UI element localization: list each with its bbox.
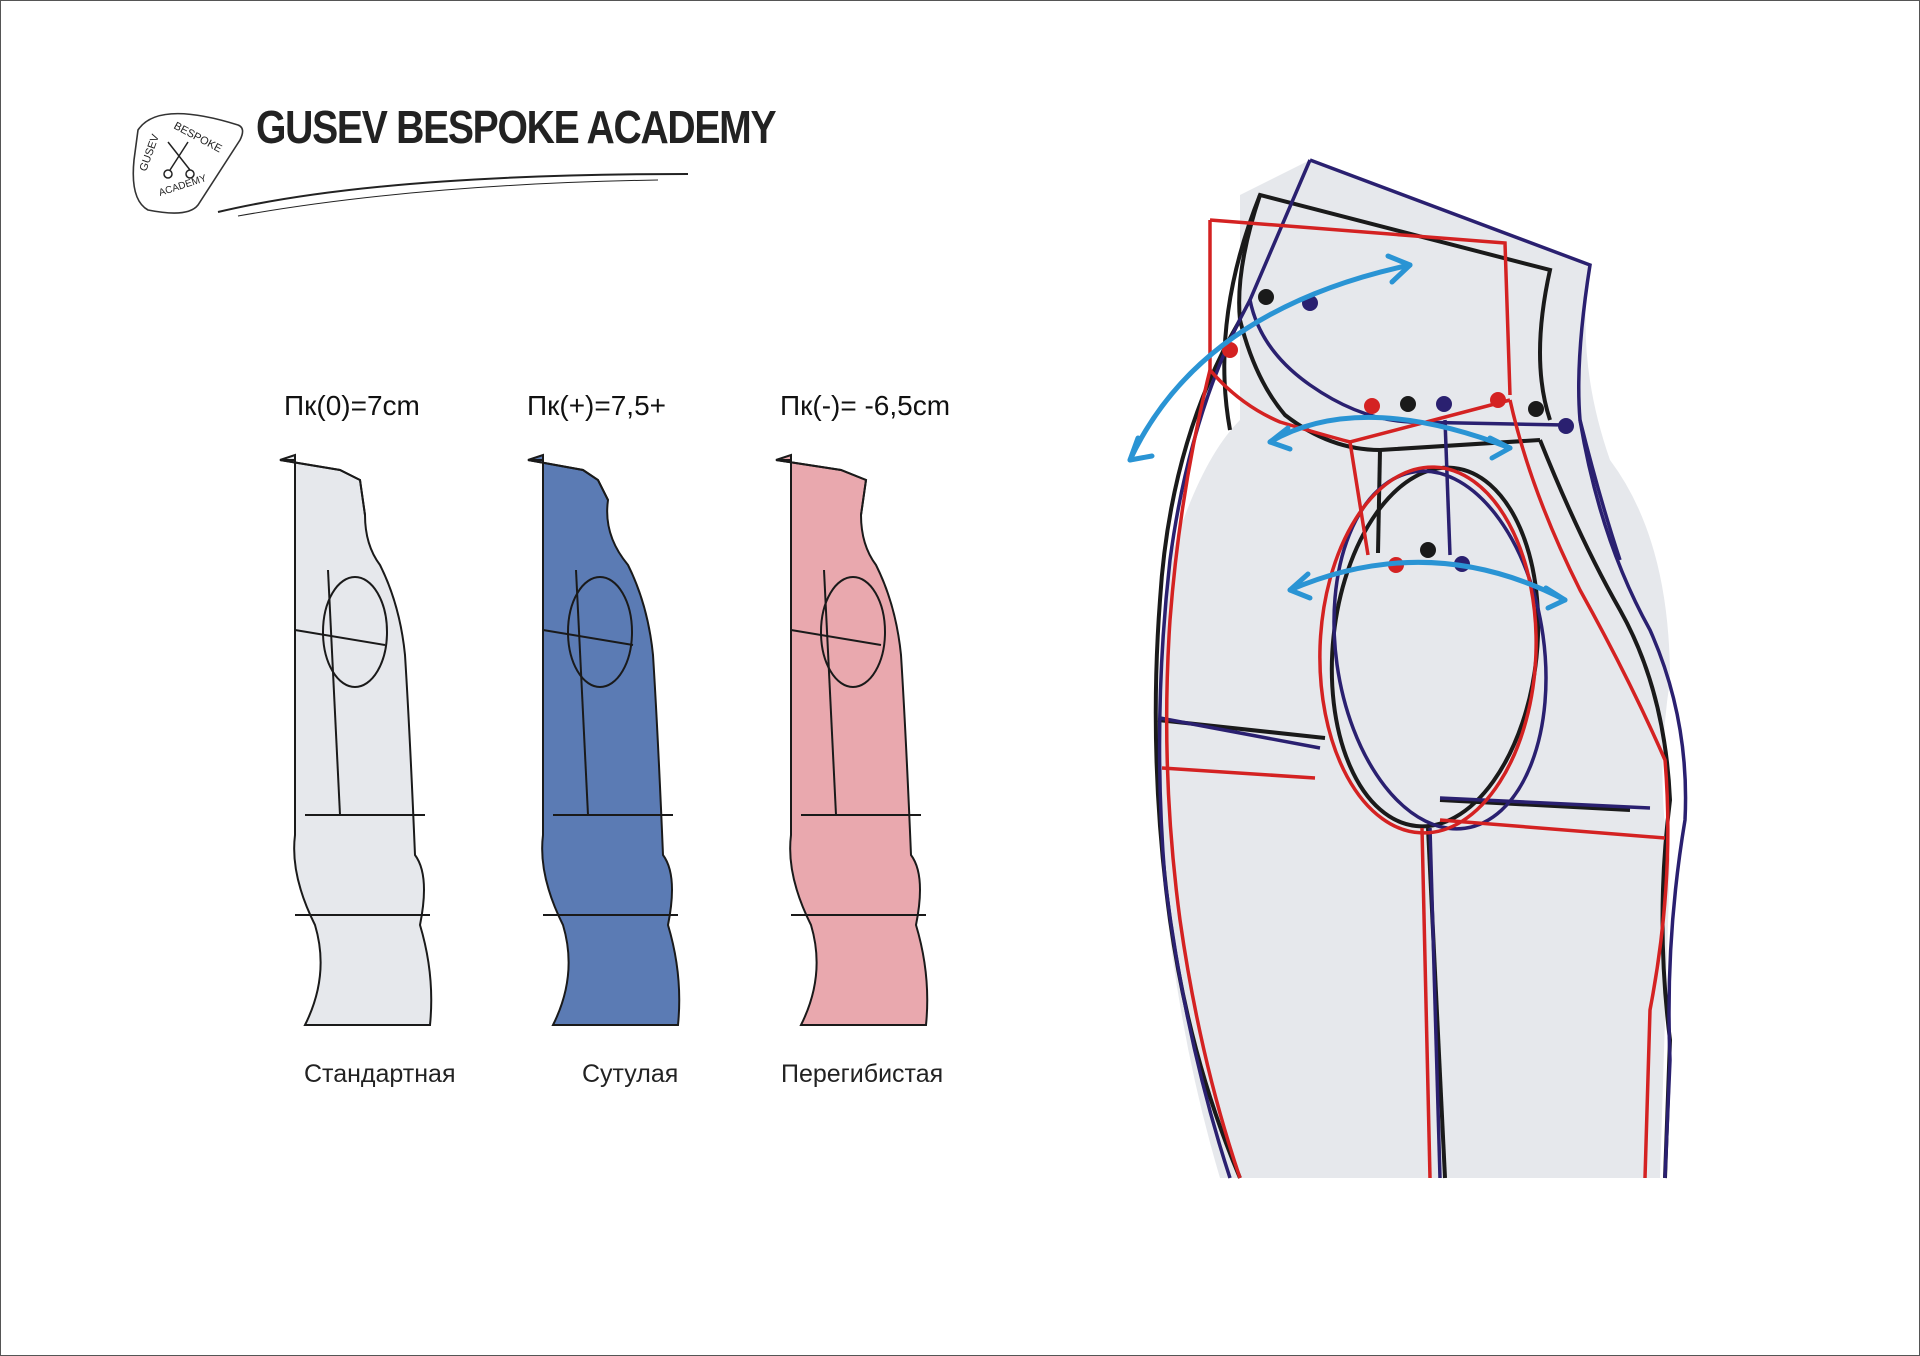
control-points (1222, 289, 1574, 573)
seam-line (790, 629, 882, 646)
arrow-lower-icon (1287, 559, 1568, 603)
arrow-middle-icon (1267, 414, 1513, 451)
torso-body (527, 453, 681, 1026)
armhole-ellipse (567, 576, 633, 688)
measure-standard: Пк(0)=7cm (284, 390, 420, 421)
back-line (776, 459, 792, 835)
caption-stooped: Сутулая (582, 1060, 679, 1088)
brand-swoosh (217, 173, 689, 217)
torso-body (775, 453, 929, 1026)
seam-line (327, 569, 341, 816)
seam-line (294, 629, 386, 646)
figure-standard (279, 453, 433, 1026)
figure-stooped (527, 453, 681, 1026)
armhole-ellipse (820, 576, 886, 688)
measure-stooped: Пк(+)=7,5+ (527, 390, 667, 421)
figure-upright (775, 453, 929, 1026)
arrow-top-icon (1127, 262, 1413, 463)
back-line (528, 459, 544, 835)
stooped-torso (527, 453, 681, 1026)
upright-contour (1161, 218, 1670, 1179)
standard-torso (279, 453, 433, 1026)
caption-standard: Стандартная (304, 1060, 456, 1088)
collar-line (527, 459, 609, 501)
back-line (280, 459, 296, 835)
pattern-overlay-diagram (1127, 158, 1688, 1179)
seam-line (575, 569, 589, 816)
upright-torso (775, 453, 929, 1026)
brand-logo: GUSEV BESPOKE ACADEMY GUSEV BESPOKE ACAD… (128, 100, 777, 220)
pattern-fill (1157, 160, 1670, 1178)
brand-title: GUSEV BESPOKE ACADEMY (256, 101, 777, 153)
caption-upright: Перегибистая (781, 1060, 944, 1088)
seam-line (542, 629, 634, 646)
rotation-arrows (1127, 253, 1568, 611)
collar-line (279, 459, 366, 516)
measure-upright: Пк(-)= -6,5cm (780, 390, 951, 421)
scissors-seal-icon: GUSEV BESPOKE ACADEMY (132, 112, 244, 214)
torso-body (279, 453, 433, 1026)
svg-text:GUSEV: GUSEV (138, 132, 163, 173)
svg-text:BESPOKE: BESPOKE (172, 120, 224, 155)
collar-line (775, 459, 868, 516)
armhole-ellipse (322, 576, 388, 688)
seam-line (823, 569, 837, 816)
